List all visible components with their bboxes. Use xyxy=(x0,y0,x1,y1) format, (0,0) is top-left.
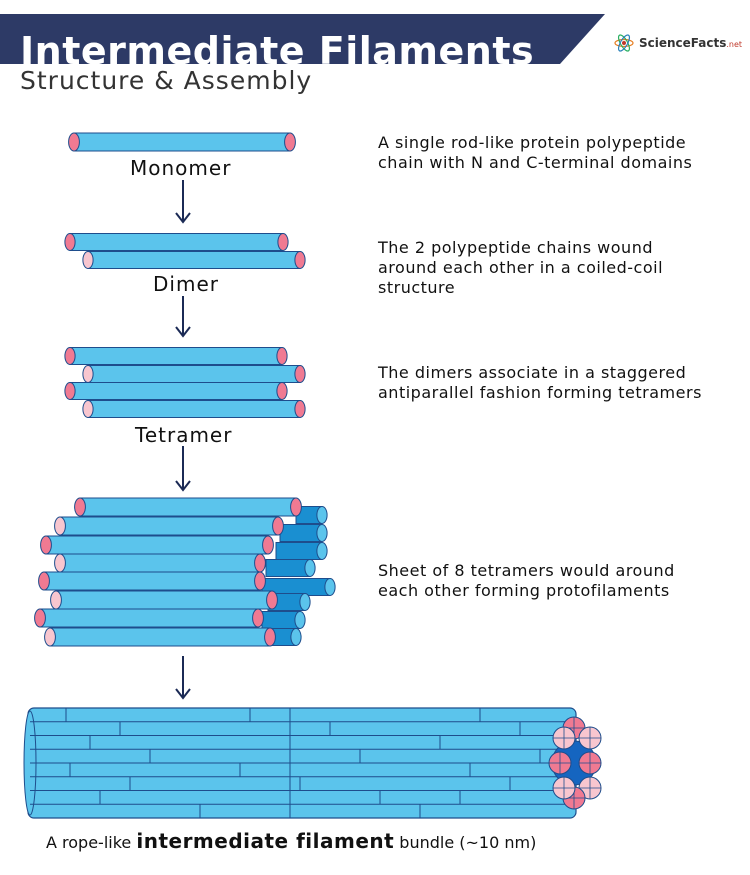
tetramer-rod-3-end-right xyxy=(276,382,288,400)
proto-back-rod-2-end-right xyxy=(316,524,328,542)
proto-back-rod-4-body xyxy=(265,559,311,577)
filament-bundle-group xyxy=(23,707,602,819)
tetramer-rod-4-end-right xyxy=(294,400,306,418)
proto-front-rod-2-end-right xyxy=(272,516,284,536)
title-banner-shape xyxy=(0,14,605,64)
tetramer-rod-2-body xyxy=(87,365,301,383)
proto-back-rod-6-end-right xyxy=(299,593,311,611)
title-banner: Intermediate Filaments xyxy=(0,14,605,73)
proto-front-rod-5-end-right xyxy=(254,571,266,591)
proto-back-rod-3-end-right xyxy=(316,542,328,560)
proto-front-rod-8-end-right xyxy=(264,627,276,647)
proto-front-rod-6-end-right xyxy=(266,590,278,610)
proto-front-rod-2-body xyxy=(59,516,279,536)
tetramer-label: Tetramer xyxy=(135,423,233,447)
proto-front-rod-8-end-left xyxy=(44,627,56,647)
dimer-rod-1-body xyxy=(69,233,284,251)
monomer-rod-group xyxy=(68,132,296,152)
sciencefacts-logo: ScienceFacts.net xyxy=(613,32,742,54)
proto-front-rod-4-body xyxy=(59,553,261,573)
proto-front-rod-1-end-left xyxy=(74,497,86,517)
tetramer-rod-4-body xyxy=(87,400,301,418)
down-arrow-head-3 xyxy=(175,480,191,492)
dimer-rod-2-end-left xyxy=(82,251,94,269)
dimer-rod-2-end-right xyxy=(294,251,306,269)
proto-front-rod-3-body xyxy=(45,535,269,555)
proto-back-rod-3-body xyxy=(275,542,323,560)
tetramer-rod-1-end-right xyxy=(276,347,288,365)
tetramer-rod-2-end-right xyxy=(294,365,306,383)
page-subtitle: Structure & Assembly xyxy=(20,66,313,95)
dimer-rod-1-end-right xyxy=(277,233,289,251)
tetramer-rod-group xyxy=(64,347,306,418)
tetramer-rod-1-body xyxy=(69,347,283,365)
down-arrow-head-1 xyxy=(175,212,191,224)
monomer-rod-body xyxy=(73,132,291,152)
caption-suffix: bundle (~10 nm) xyxy=(394,833,537,852)
monomer-rod-end-left xyxy=(68,132,80,152)
proto-front-rod-7-end-right xyxy=(252,608,264,628)
proto-front-rod-1-body xyxy=(79,497,297,517)
proto-front-rod-5-body xyxy=(43,571,261,591)
dimer-rod-group xyxy=(64,233,306,269)
bundle-caption: A rope-like intermediate filament bundle… xyxy=(46,829,536,853)
atom-icon xyxy=(614,34,634,52)
proto-back-rod-1-end-right xyxy=(316,506,328,524)
down-arrow-head-4 xyxy=(175,688,191,700)
proto-back-rod-2-body xyxy=(279,524,323,542)
monomer-rod-end-right xyxy=(284,132,296,152)
dimer-description: The 2 polypeptide chains wound around ea… xyxy=(378,238,664,297)
logo-suffix: .net xyxy=(726,40,743,49)
caption-emphasis: intermediate filament xyxy=(136,829,395,853)
proto-back-rod-8-end-right xyxy=(290,628,302,646)
tetramer-rod-3-body xyxy=(69,382,283,400)
proto-back-rod-5-end-right xyxy=(324,578,336,596)
proto-front-rod-5-end-left xyxy=(38,571,50,591)
caption-prefix: A rope-like xyxy=(46,833,137,852)
proto-back-rod-4-end-right xyxy=(304,559,316,577)
logo-text: ScienceFacts.net xyxy=(639,36,742,50)
tetramer-description: The dimers associate in a staggered anti… xyxy=(378,363,702,402)
proto-front-rod-7-body xyxy=(39,608,259,628)
dimer-label: Dimer xyxy=(153,272,219,296)
dimer-rod-2-body xyxy=(87,251,301,269)
proto-front-rod-3-end-right xyxy=(262,535,274,555)
tetramer-rod-1-end-left xyxy=(64,347,76,365)
proto-front-rod-4-end-right xyxy=(254,553,266,573)
proto-front-rod-6-end-left xyxy=(50,590,62,610)
arrow-group xyxy=(175,180,191,700)
proto-front-rod-3-end-left xyxy=(40,535,52,555)
proto-front-rod-1-end-right xyxy=(290,497,302,517)
proto-front-rod-2-end-left xyxy=(54,516,66,536)
monomer-label: Monomer xyxy=(130,156,232,180)
tetramer-rod-4-end-left xyxy=(82,400,94,418)
page-title: Intermediate Filaments xyxy=(20,29,535,73)
protofilament-rod-group xyxy=(34,497,336,647)
monomer-description: A single rod-like protein polypeptide ch… xyxy=(378,133,693,172)
proto-front-rod-6-body xyxy=(55,590,273,610)
logo-name: ScienceFacts xyxy=(639,36,727,50)
down-arrow-head-2 xyxy=(175,326,191,338)
dimer-rod-1-end-left xyxy=(64,233,76,251)
proto-back-rod-7-body xyxy=(261,611,301,629)
tetramer-rod-2-end-left xyxy=(82,365,94,383)
proto-front-rod-8-body xyxy=(49,627,271,647)
tetramer-rod-3-end-left xyxy=(64,382,76,400)
protofilament-description: Sheet of 8 tetramers would around each o… xyxy=(378,561,675,600)
proto-front-rod-7-end-left xyxy=(34,608,46,628)
proto-back-rod-7-end-right xyxy=(294,611,306,629)
proto-front-rod-4-end-left xyxy=(54,553,66,573)
